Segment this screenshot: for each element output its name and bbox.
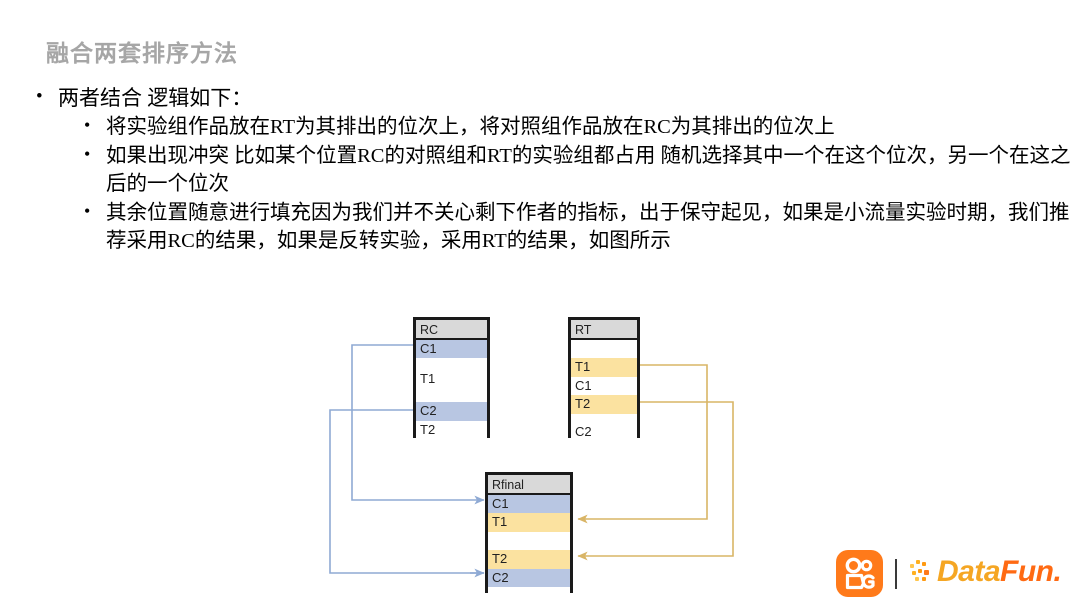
bullet-dot-icon: • [84, 144, 91, 165]
table-rt-row-c1: C1 [571, 377, 637, 395]
page-title: 融合两套排序方法 [46, 40, 238, 66]
table-rc-row-blank [416, 358, 487, 370]
table-rc-row-c2: C2 [416, 402, 487, 421]
bullet-level2-3-text: 其余位置随意进行填充因为我们并不关心剩下作者的指标，出于保守起见，如果是小流量实… [106, 201, 1070, 252]
table-rc-row-c1: C1 [416, 340, 487, 358]
bullet-level2-1-text: 将实验组作品放在RT为其排出的位次上，将对照组作品放在RC为其排出的位次上 [106, 116, 835, 139]
table-rfinal-row-t2: T2 [488, 550, 570, 569]
bullet-level2-1: • 将实验组作品放在RT为其排出的位次上，将对照组作品放在RC为其排出的位次上 [66, 114, 1074, 142]
table-rfinal-row-c2: C2 [488, 569, 570, 587]
bullet-dot-icon: • [36, 86, 43, 107]
datafun-text-data: Data [937, 555, 1001, 589]
table-rt-row-blank-1 [571, 340, 637, 358]
kuaishou-camera-icon [836, 550, 883, 597]
table-rt-row-c2: C2 [571, 423, 637, 439]
sub-bullet-list: • 将实验组作品放在RT为其排出的位次上，将对照组作品放在RC为其排出的位次上 … [66, 114, 1074, 255]
brand-logo: DataFun. [836, 550, 1062, 597]
logo-divider [895, 558, 897, 589]
table-rt-row-blank-2 [571, 414, 637, 423]
table-rfinal-row-t1: T1 [488, 513, 570, 532]
table-rfinal-header: Rfinal [488, 475, 570, 495]
table-rfinal: Rfinal C1 T1 T2 C2 [485, 472, 573, 597]
table-rt: RT T1 C1 T2 C2 [568, 317, 640, 439]
table-rc-row-t2: T2 [416, 421, 487, 439]
bullet-dot-icon: • [84, 115, 91, 136]
bullet-level2-2: • 如果出现冲突 比如某个位置RC的对照组和RT的实验组都占用 随机选择其中一个… [66, 143, 1074, 199]
bullet-level1-text: 两者结合 逻辑如下： [58, 86, 253, 110]
table-rfinal-row-blank-1 [488, 532, 570, 550]
table-rt-row-t1: T1 [571, 358, 637, 377]
table-rt-row-t2: T2 [571, 395, 637, 414]
bullet-level2-2-text: 如果出现冲突 比如某个位置RC的对照组和RT的实验组都占用 随机选择其中一个在这… [106, 145, 1071, 196]
datafun-wordmark: DataFun. [909, 555, 1062, 590]
table-rc-header: RC [416, 320, 487, 340]
table-rfinal-row-blank-2 [488, 587, 570, 597]
datafun-dots-icon [909, 558, 935, 590]
bullet-level2-3: • 其余位置随意进行填充因为我们并不关心剩下作者的指标，出于保守起见，如果是小流… [66, 200, 1074, 256]
table-rc: RC C1 T1 C2 T2 [413, 317, 490, 439]
table-rfinal-row-c1: C1 [488, 495, 570, 513]
datafun-text-fun: Fun. [1000, 555, 1062, 589]
slide-body: • 两者结合 逻辑如下： • 将实验组作品放在RT为其排出的位次上，将对照组作品… [18, 84, 1074, 257]
bullet-level1: • 两者结合 逻辑如下： [18, 84, 1074, 112]
bullet-dot-icon: • [84, 200, 91, 221]
table-rc-row-t1: T1 [416, 370, 487, 402]
table-rt-header: RT [571, 320, 637, 340]
